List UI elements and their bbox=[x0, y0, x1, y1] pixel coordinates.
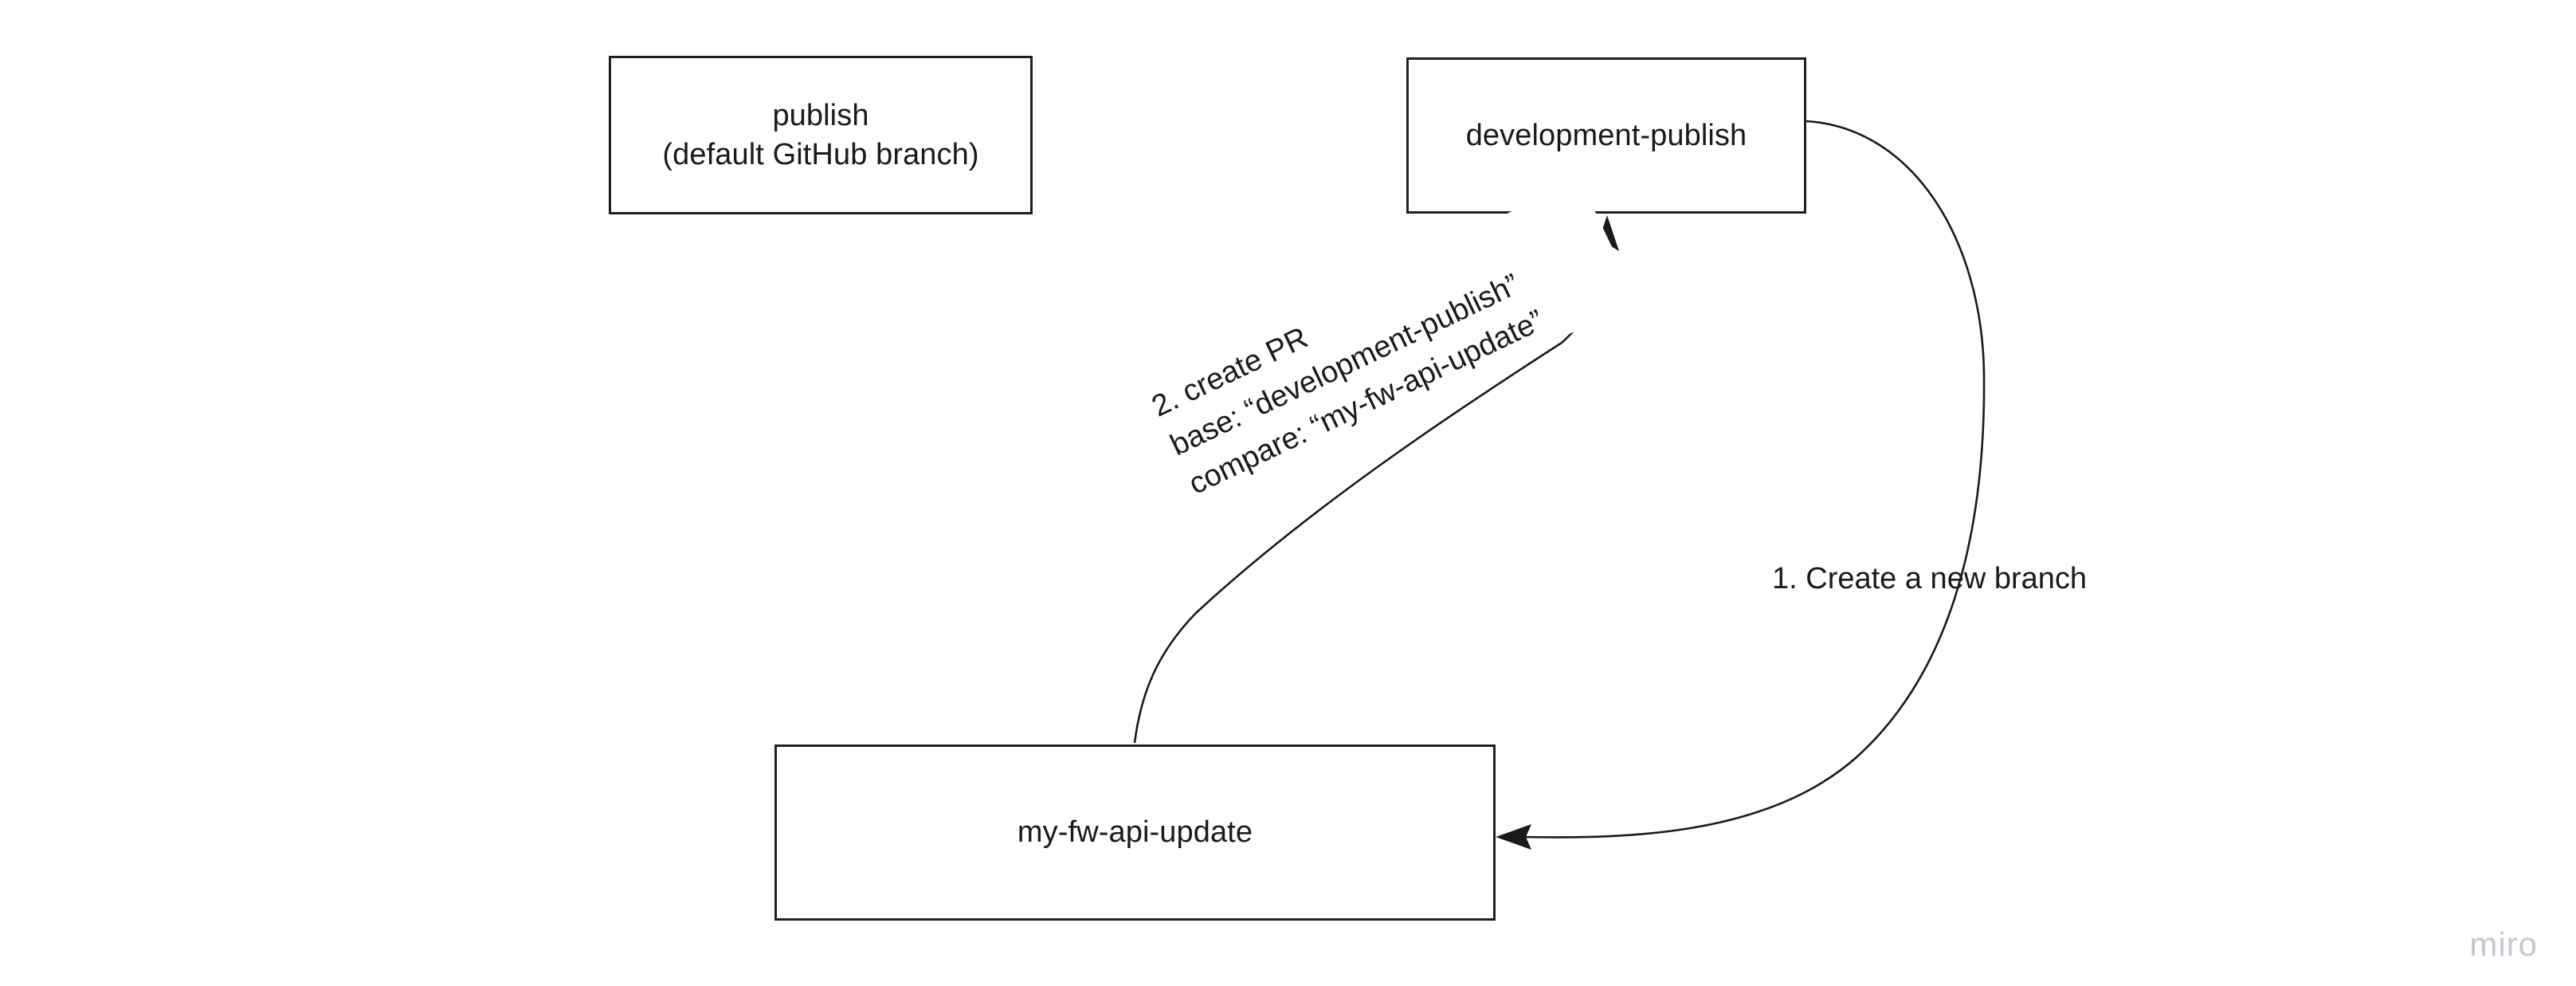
node-my-fw-api-update[interactable]: my-fw-api-update bbox=[774, 744, 1496, 921]
edge-create-pr-path-mid bbox=[1194, 341, 1562, 615]
edge-create-branch[interactable] bbox=[1496, 120, 1986, 850]
edge-create-branch-path bbox=[1517, 120, 1986, 839]
node-my-fw-api-update-label: my-fw-api-update bbox=[1017, 815, 1253, 850]
miro-watermark: miro bbox=[2469, 925, 2538, 963]
node-development-publish-label: development-publish bbox=[1465, 118, 1747, 152]
edge-create-pr-path bbox=[1133, 613, 1196, 744]
node-publish-label: publish (default GitHub branch) bbox=[662, 98, 979, 171]
edge-label-create-branch: 1. Create a new branch bbox=[1772, 562, 2088, 595]
node-development-publish[interactable]: development-publish bbox=[1406, 57, 1806, 214]
edge-create-branch-arrowhead bbox=[1496, 824, 1531, 850]
node-publish[interactable]: publish (default GitHub branch) bbox=[609, 56, 1033, 214]
